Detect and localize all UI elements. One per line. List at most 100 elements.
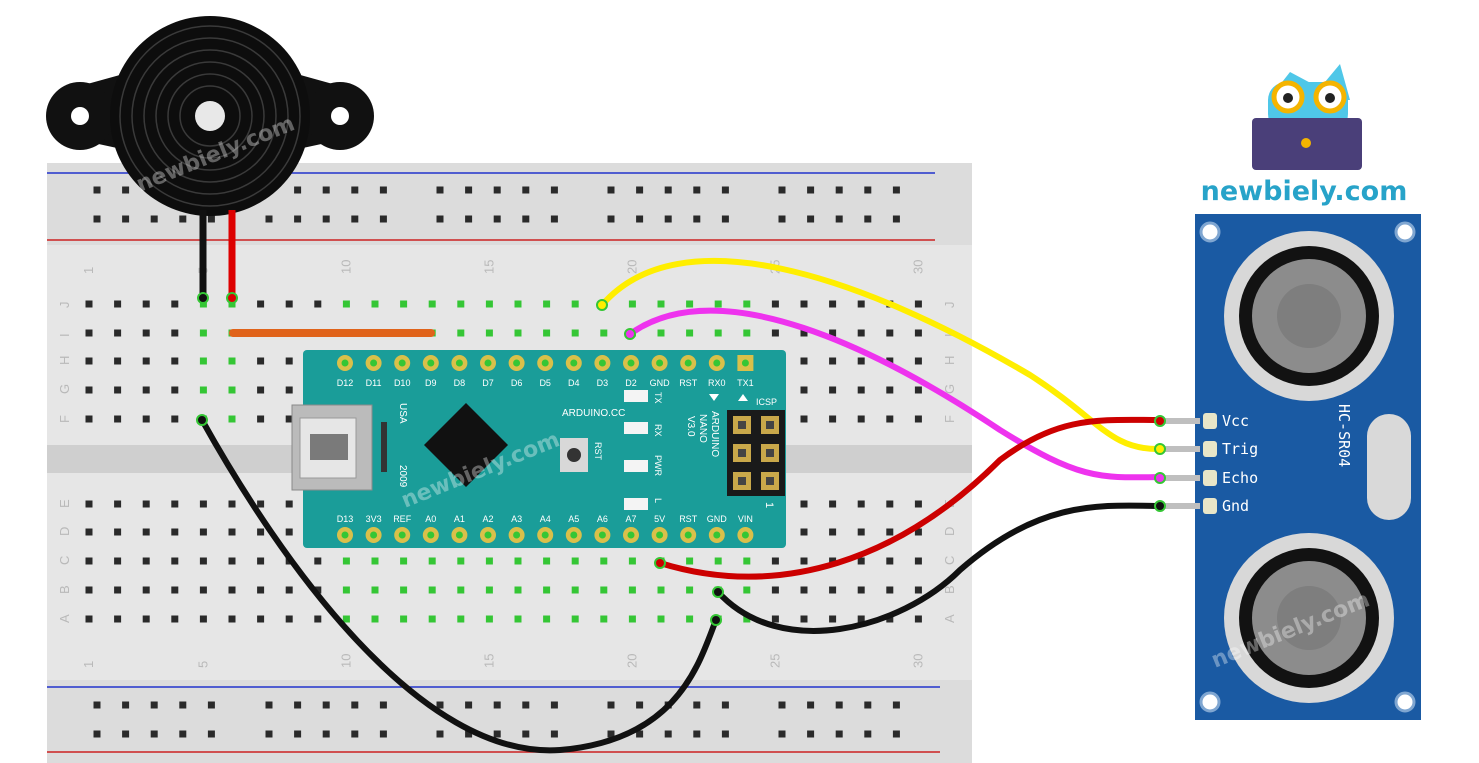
nano-pin-hole — [570, 359, 578, 367]
nano-bottom-pin-label: RST — [679, 514, 698, 524]
rail-hole — [265, 215, 273, 223]
rail-hole — [550, 186, 558, 194]
breadboard-hole — [543, 557, 551, 565]
rail-hole — [522, 701, 530, 709]
wire-end — [226, 292, 238, 304]
breadboard-hole — [857, 500, 865, 508]
nano-bottom-pin-label: A0 — [425, 514, 436, 524]
nano-top-pin-label: D5 — [539, 378, 551, 388]
rail-hole — [207, 701, 215, 709]
breadboard-hole — [485, 329, 493, 337]
breadboard-hole — [114, 528, 122, 536]
sensor-mount-hole — [1199, 691, 1221, 713]
wire-end — [654, 557, 666, 569]
breadboard-hole — [400, 586, 408, 594]
breadboard-hole — [543, 300, 551, 308]
breadboard-hole — [142, 386, 150, 394]
sensor-pin-label: Vcc — [1222, 412, 1249, 430]
reset-button-cap — [567, 448, 581, 462]
wire-end — [1154, 415, 1166, 427]
breadboard-bottom-rail — [47, 680, 972, 763]
row-letter: I — [942, 333, 957, 337]
breadboard-hole — [142, 329, 150, 337]
breadboard-hole — [228, 615, 236, 623]
nano-pin-hole — [713, 531, 721, 539]
nano-top-pin-label: D9 — [425, 378, 437, 388]
breadboard-hole — [171, 300, 179, 308]
rail-hole — [150, 730, 158, 738]
breadboard-hole — [800, 500, 808, 508]
nano-bottom-pin-label: A2 — [482, 514, 493, 524]
wire-gnd-black-buzzer — [199, 418, 719, 754]
rail-hole — [436, 730, 444, 738]
breadboard-hole — [171, 500, 179, 508]
breadboard-hole — [428, 300, 436, 308]
nano-pin-hole — [541, 531, 549, 539]
breadboard-hole — [857, 557, 865, 565]
breadboard-hole — [400, 300, 408, 308]
breadboard-hole — [886, 415, 894, 423]
nano-pin-hole — [427, 531, 435, 539]
wire-end — [596, 299, 608, 311]
breadboard-hole — [543, 586, 551, 594]
rst-label: RST — [593, 442, 603, 461]
breadboard-hole — [829, 300, 837, 308]
breadboard-hole — [628, 300, 636, 308]
rail-hole — [322, 215, 330, 223]
breadboard-hole — [228, 500, 236, 508]
nano-pin-hole — [370, 531, 378, 539]
rail-hole — [807, 730, 815, 738]
rail-hole — [207, 730, 215, 738]
sensor-pin-pad — [1203, 470, 1217, 486]
row-letter: F — [57, 415, 72, 423]
model-line-1: ARDUINO — [709, 411, 720, 457]
rail-hole — [322, 186, 330, 194]
breadboard-hole — [743, 615, 751, 623]
breadboard-hole — [171, 557, 179, 565]
breadboard-hole — [171, 528, 179, 536]
usa-label: USA — [397, 403, 408, 424]
breadboard-hole — [285, 357, 293, 365]
breadboard-hole — [686, 300, 694, 308]
icsp-pin-center — [738, 449, 746, 457]
row-letter: H — [57, 356, 72, 365]
breadboard-hole — [314, 300, 322, 308]
nano-bottom-pin-label: D13 — [337, 514, 354, 524]
breadboard-hole — [886, 557, 894, 565]
rail-hole — [436, 215, 444, 223]
nano-pin-hole — [427, 359, 435, 367]
breadboard-hole — [371, 300, 379, 308]
rail-hole — [122, 701, 130, 709]
breadboard-hole — [543, 615, 551, 623]
rail-hole — [892, 215, 900, 223]
breadboard-hole — [886, 500, 894, 508]
buzzer-hole-left — [71, 107, 89, 125]
rail-hole — [294, 215, 302, 223]
rail-hole — [864, 186, 872, 194]
nano-bottom-pin-label: VIN — [738, 514, 753, 524]
breadboard-hole — [914, 386, 922, 394]
nano-bottom-pin-label: A3 — [511, 514, 522, 524]
rail-hole — [835, 701, 843, 709]
breadboard-hole — [228, 557, 236, 565]
nano-bottom-pin-label: REF — [393, 514, 412, 524]
rail-hole — [607, 215, 615, 223]
breadboard-hole — [543, 329, 551, 337]
rail-hole — [322, 701, 330, 709]
breadboard-hole — [743, 300, 751, 308]
nano-bottom-pin-label: GND — [707, 514, 728, 524]
led-rx — [624, 422, 648, 434]
newbiely-logo: newbiely.com — [1201, 64, 1407, 207]
breadboard-hole — [914, 357, 922, 365]
usb-port-inner — [310, 434, 348, 460]
breadboard-hole — [314, 557, 322, 565]
rail-hole — [493, 186, 501, 194]
wire-vcc-red — [659, 416, 1161, 580]
breadboard-hole — [142, 528, 150, 536]
column-number: 20 — [624, 260, 639, 274]
rail-hole — [379, 701, 387, 709]
nano-pin-hole — [398, 531, 406, 539]
breadboard-hole — [171, 386, 179, 394]
led-tx — [624, 390, 648, 402]
nano-pin-hole — [513, 359, 521, 367]
